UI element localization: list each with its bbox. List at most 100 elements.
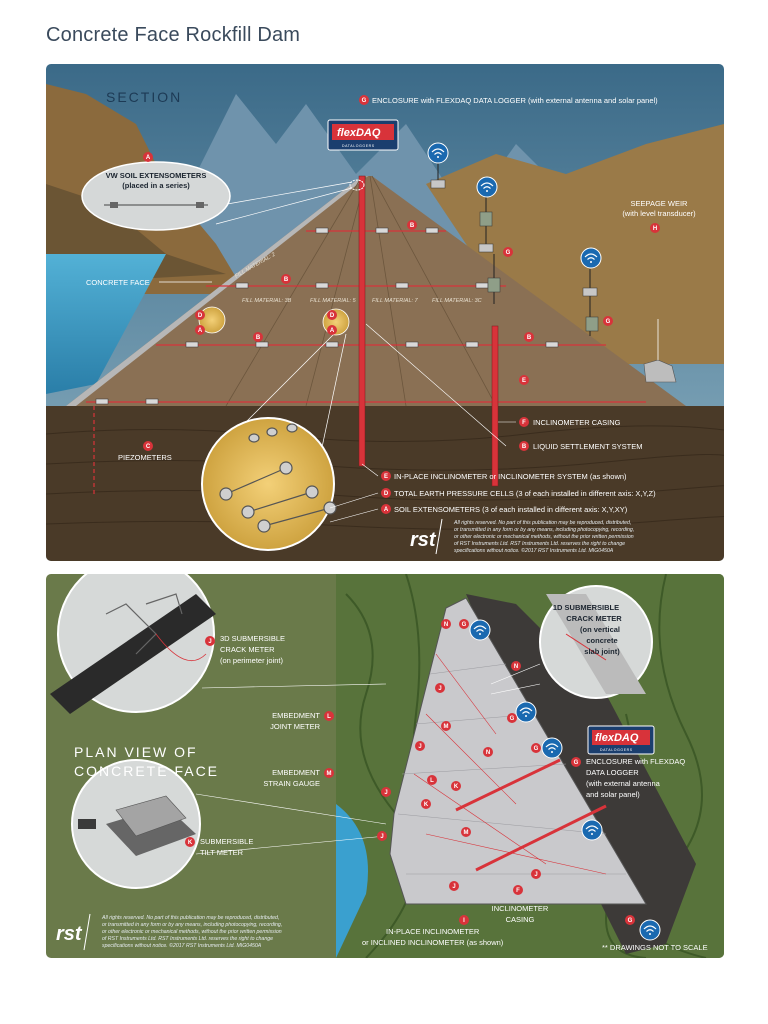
svg-text:J: J bbox=[534, 872, 537, 878]
fill-material-3b: FILL MATERIAL: 3B bbox=[242, 298, 292, 304]
svg-text:A: A bbox=[198, 328, 203, 334]
svg-text:DATALOGGERS: DATALOGGERS bbox=[342, 144, 375, 148]
tag-m: M bbox=[441, 721, 451, 731]
in-place-inclinometer-label: or INCLINED INCLINOMETER (as shown) bbox=[362, 938, 504, 947]
tag-h: H bbox=[650, 223, 660, 233]
tag-n: N bbox=[511, 661, 521, 671]
svg-text:J: J bbox=[418, 744, 421, 750]
crack-meter-1d-sublabel: concrete bbox=[586, 636, 617, 645]
page-title: Concrete Face Rockfill Dam bbox=[46, 24, 301, 46]
crack-meter-1d-label: 1D SUBMERSIBLE bbox=[553, 603, 619, 612]
tag-n: N bbox=[441, 619, 451, 629]
rst-logo: rst bbox=[410, 529, 437, 551]
tag-n: N bbox=[483, 747, 493, 757]
tag-g: G bbox=[625, 915, 635, 925]
fill-material-5: FILL MATERIAL: 5 bbox=[310, 298, 357, 304]
svg-text:N: N bbox=[514, 664, 518, 670]
svg-text:D: D bbox=[198, 313, 203, 319]
tag-e: E bbox=[519, 375, 529, 385]
tag-j: J bbox=[415, 741, 425, 751]
crack-meter-1d-sublabel: slab joint) bbox=[584, 647, 620, 656]
copyright-line: or transmitted in any form or by any mea… bbox=[102, 922, 282, 928]
wifi-icon bbox=[469, 619, 491, 641]
enclosure-label: ENCLOSURE with FLEXDAQ bbox=[586, 757, 685, 766]
svg-text:B: B bbox=[522, 444, 527, 450]
plan-illustration: flexDAQ DATALOGGERS PLAN VIEW OF CONCRET… bbox=[46, 574, 724, 958]
in-place-inclinometer-label: IN-PLACE INCLINOMETER bbox=[386, 927, 480, 936]
tag-l: L bbox=[324, 711, 334, 721]
tag-l: L bbox=[427, 775, 437, 785]
tag-g: G bbox=[459, 619, 469, 629]
tag-a: A bbox=[327, 325, 337, 335]
svg-text:D: D bbox=[330, 313, 335, 319]
tag-b: B bbox=[407, 220, 417, 230]
wifi-icon bbox=[581, 819, 603, 841]
enclosure-label: ENCLOSURE with FLEXDAQ DATA LOGGER (with… bbox=[372, 96, 658, 105]
svg-text:F: F bbox=[516, 888, 520, 894]
copyright-line: or other electronic or mechanical method… bbox=[454, 534, 634, 540]
reservoir-water bbox=[46, 254, 166, 394]
svg-text:DATALOGGERS: DATALOGGERS bbox=[600, 748, 633, 752]
svg-text:B: B bbox=[527, 335, 532, 341]
svg-text:G: G bbox=[462, 622, 467, 628]
joint-meter-label: EMBEDMENT bbox=[272, 711, 320, 720]
svg-text:D: D bbox=[384, 491, 389, 497]
tag-d: D bbox=[195, 310, 205, 320]
plan-heading-line2: CONCRETE FACE bbox=[74, 763, 219, 779]
vw-extensometers-sublabel: (placed in a series) bbox=[122, 181, 190, 190]
wifi-icon bbox=[541, 737, 563, 759]
tag-j: J bbox=[205, 636, 215, 646]
svg-text:G: G bbox=[506, 250, 511, 256]
fill-material-7: FILL MATERIAL: 7 bbox=[372, 298, 419, 304]
svg-text:A: A bbox=[146, 155, 151, 161]
tilt-meter-label: SUBMERSIBLE bbox=[200, 837, 253, 846]
pressure-cells-label: TOTAL EARTH PRESSURE CELLS (3 of each in… bbox=[394, 489, 656, 498]
tag-j: J bbox=[435, 683, 445, 693]
svg-text:J: J bbox=[452, 884, 455, 890]
strain-gauge-label: EMBEDMENT bbox=[272, 768, 320, 777]
svg-text:A: A bbox=[384, 507, 389, 513]
enclosure-label: DATA LOGGER bbox=[586, 768, 639, 777]
svg-text:E: E bbox=[384, 474, 388, 480]
tag-a: A bbox=[143, 152, 153, 162]
tag-a: A bbox=[195, 325, 205, 335]
tag-f: F bbox=[519, 417, 529, 427]
tag-d: D bbox=[327, 310, 337, 320]
seepage-weir-label: SEEPAGE WEIR bbox=[631, 199, 689, 208]
flexdaq-logo: flexDAQ DATALOGGERS bbox=[327, 119, 399, 151]
svg-text:H: H bbox=[653, 226, 657, 232]
tag-j: J bbox=[449, 881, 459, 891]
svg-text:G: G bbox=[362, 98, 367, 104]
svg-text:N: N bbox=[486, 750, 490, 756]
tag-b: B bbox=[253, 332, 263, 342]
plan-heading-line1: PLAN VIEW OF bbox=[74, 744, 198, 760]
rockfill-crest bbox=[466, 594, 696, 954]
tag-m: M bbox=[324, 768, 334, 778]
rst-logo: rst bbox=[56, 923, 83, 945]
svg-text:M: M bbox=[327, 771, 332, 777]
svg-text:J: J bbox=[438, 686, 441, 692]
enclosure-sublabel: (with external antenna bbox=[586, 779, 661, 788]
svg-text:G: G bbox=[574, 760, 579, 766]
svg-text:C: C bbox=[146, 444, 151, 450]
svg-text:E: E bbox=[522, 378, 526, 384]
copyright-line: All rights reserved. No part of this pub… bbox=[453, 520, 631, 526]
tag-f: F bbox=[513, 885, 523, 895]
concrete-face-label: CONCRETE FACE bbox=[86, 278, 150, 287]
section-panel: FILL MATERIAL: 2 FILL MATERIAL: 3B FILL … bbox=[46, 64, 724, 561]
vw-extensometers-label: VW SOIL EXTENSOMETERS bbox=[106, 171, 207, 180]
enclosure-sublabel: and solar panel) bbox=[586, 790, 640, 799]
flexdaq-logo: flexDAQ DATALOGGERS bbox=[587, 725, 655, 755]
inclinometer-casing-label: INCLINOMETER CASING bbox=[533, 418, 621, 427]
soil-extensometers-label: SOIL EXTENSOMETERS (3 of each installed … bbox=[394, 505, 628, 514]
svg-text:B: B bbox=[256, 335, 261, 341]
svg-text:L: L bbox=[430, 778, 434, 784]
concrete-face bbox=[66, 176, 368, 406]
svg-text:J: J bbox=[380, 834, 383, 840]
tag-j: J bbox=[381, 787, 391, 797]
svg-text:G: G bbox=[534, 746, 539, 752]
reservoir-water bbox=[336, 804, 368, 958]
tag-g: G bbox=[603, 316, 613, 326]
svg-text:M: M bbox=[444, 724, 449, 730]
svg-text:K: K bbox=[188, 840, 193, 846]
